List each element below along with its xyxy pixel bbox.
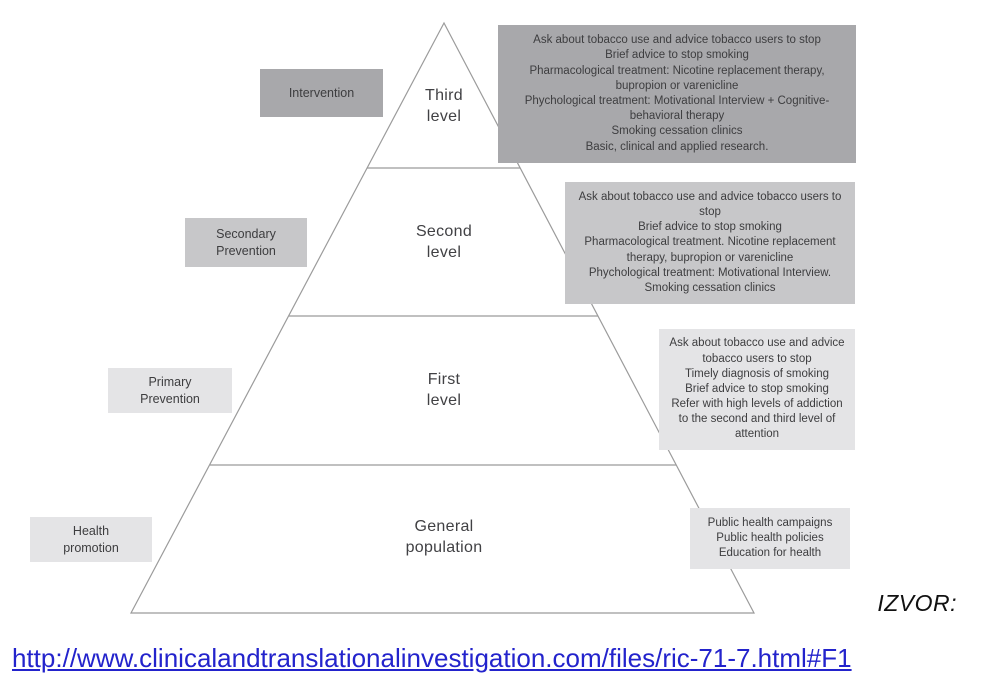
level-label-general-population: General population xyxy=(405,518,483,556)
source-label: IZVOR: xyxy=(877,590,957,616)
detail-item: Phychological treatment: Motivational In… xyxy=(524,95,830,123)
detail-item: Smoking cessation clinics xyxy=(611,125,743,138)
detail-item: Pharmacological treatment: Nicotine repl… xyxy=(529,64,825,92)
detail-item: Ask about tobacco use and advice tobacco… xyxy=(533,34,821,47)
detail-box-third-level: Ask about tobacco use and advice tobacco… xyxy=(498,25,856,163)
detail-item: Timely diagnosis of smoking xyxy=(684,367,830,380)
detail-box-first-level: Ask about tobacco use and advice tobacco… xyxy=(659,329,855,450)
detail-item: Education for health xyxy=(718,547,822,560)
detail-item: Ask about tobacco use and advice tobacco… xyxy=(578,190,842,219)
detail-item: Pharmacological treatment. Nicotine repl… xyxy=(584,236,836,264)
detail-item: Brief advice to stop smoking xyxy=(605,49,749,62)
detail-item: Basic, clinical and applied research. xyxy=(585,140,769,153)
side-label-secondary-prevention: Secondary Prevention xyxy=(185,218,307,267)
source-url-link[interactable]: http://www.clinicalandtranslationalinves… xyxy=(12,643,852,673)
level-label-third: Third level xyxy=(425,87,463,125)
detail-item: Public health policies xyxy=(716,531,824,544)
detail-item: Smoking cessation clinics xyxy=(644,281,776,294)
detail-item: Public health campaigns xyxy=(707,516,833,529)
detail-item: Brief advice to stop smoking xyxy=(638,221,782,234)
detail-item: Refer with high levels of addiction to t… xyxy=(671,398,843,441)
detail-box-second-level: Ask about tobacco use and advice tobacco… xyxy=(565,182,855,304)
side-label-intervention: Intervention xyxy=(260,69,383,117)
detail-item: Brief advice to stop smoking xyxy=(685,382,829,395)
detail-box-general-population: Public health campaigns Public health po… xyxy=(690,508,850,569)
level-label-first: First level xyxy=(426,371,462,409)
side-label-primary-prevention: Primary Prevention xyxy=(108,368,232,413)
level-label-second: Second level xyxy=(415,223,473,261)
detail-item: Ask about tobacco use and advice tobacco… xyxy=(669,337,845,365)
detail-item: Phychological treatment: Motivational In… xyxy=(588,266,832,279)
side-label-health-promotion: Health promotion xyxy=(30,517,152,562)
